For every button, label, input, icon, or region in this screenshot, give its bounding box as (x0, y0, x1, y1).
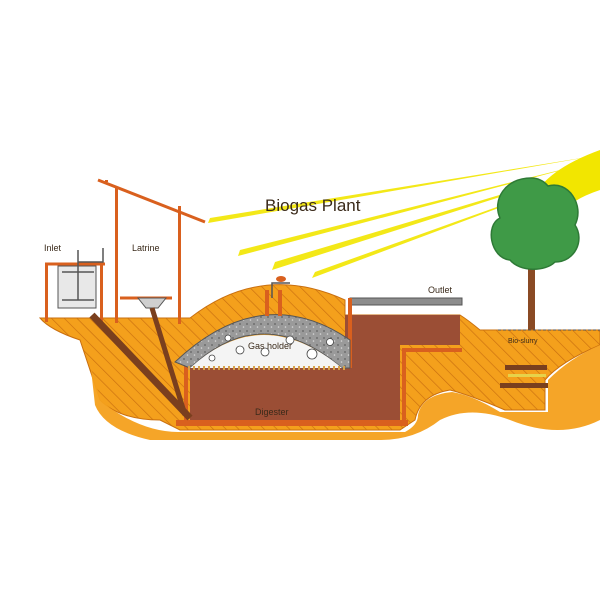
gas-holder-dome (174, 314, 351, 370)
label-gas-holder: Gas holder (248, 341, 292, 351)
label-latrine: Latrine (132, 243, 160, 253)
label-bio-slurry: Bio-slurry (508, 338, 538, 345)
label-digester: Digester (255, 407, 289, 417)
outlet-wall (348, 298, 352, 368)
tree-icon (490, 177, 580, 332)
outlet-cover (349, 297, 463, 306)
label-outlet: Outlet (428, 285, 453, 295)
title: Biogas Plant (265, 196, 361, 215)
label-inlet: Inlet (44, 243, 62, 253)
gas-outlet-pipe (265, 276, 290, 316)
inlet-structure (45, 248, 193, 421)
ground-lower (90, 345, 600, 440)
bio-slurry-pit (498, 329, 600, 388)
